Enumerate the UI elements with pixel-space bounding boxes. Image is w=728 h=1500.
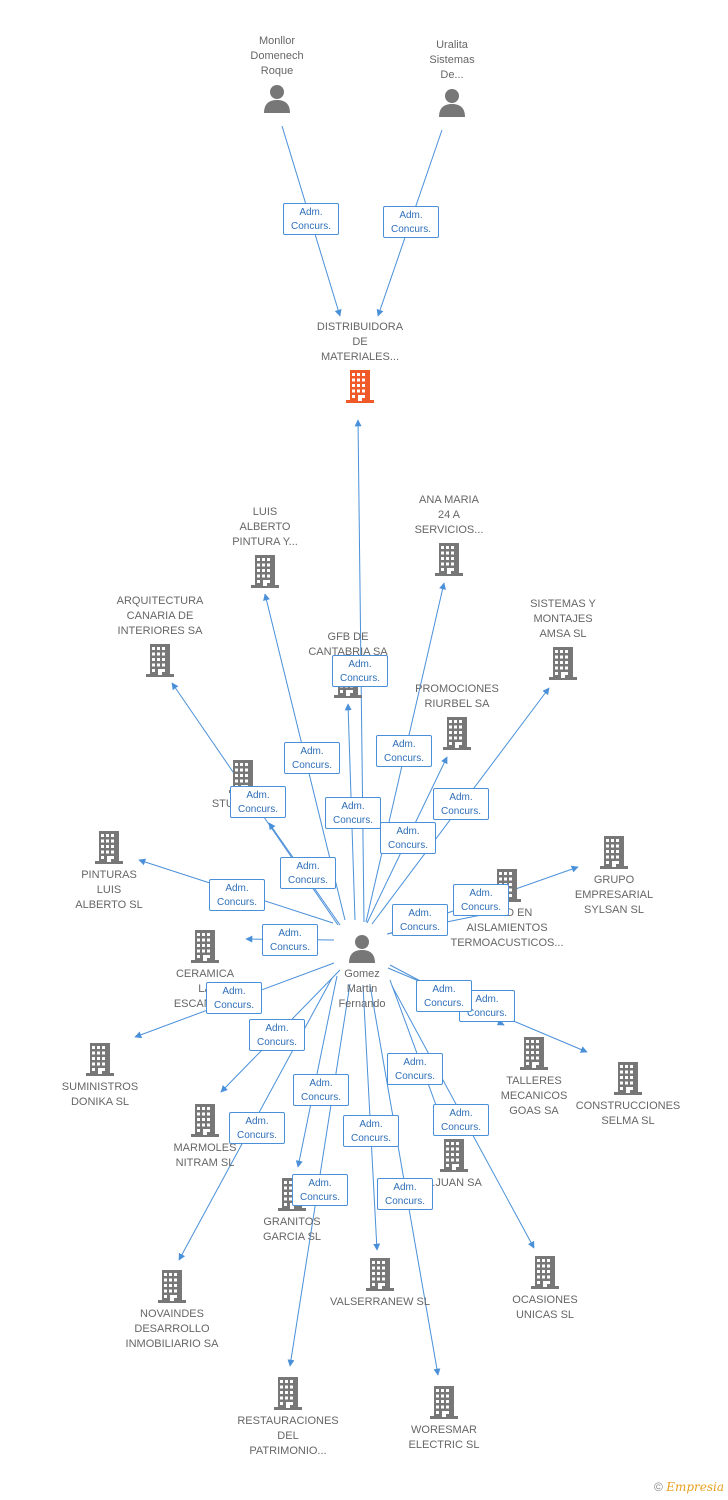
building-icon bbox=[191, 930, 219, 963]
node-label: MARMOLES NITRAM SL bbox=[173, 1142, 237, 1169]
edge-label-badge[interactable]: Adm. Concurs. bbox=[380, 822, 436, 854]
edge-label-badge[interactable]: Adm. Concurs. bbox=[387, 1053, 443, 1085]
brand-logo[interactable]: Empresia bbox=[666, 1480, 724, 1494]
node-label: WORESMAR ELECTRIC SL bbox=[408, 1424, 480, 1451]
edge-label-badge[interactable]: Adm. Concurs. bbox=[280, 857, 336, 889]
node-monllor[interactable]: Monllor Domenech Roque bbox=[202, 34, 352, 113]
edge-label-badge[interactable]: Adm. Concurs. bbox=[283, 203, 339, 235]
edge-label-badge[interactable]: Adm. Concurs. bbox=[229, 1112, 285, 1144]
edge-label-badge[interactable]: Adm. Concurs. bbox=[293, 1074, 349, 1106]
building-icon bbox=[86, 1043, 114, 1076]
edge-label-badge[interactable]: Adm. Concurs. bbox=[453, 884, 509, 916]
building-icon bbox=[520, 1037, 548, 1070]
building-icon bbox=[435, 543, 463, 576]
building-icon bbox=[549, 647, 577, 680]
node-uralita[interactable]: Uralita Sistemas De... bbox=[377, 38, 527, 117]
node-label: SISTEMAS Y MONTAJES AMSA SL bbox=[530, 598, 596, 640]
building-icon bbox=[251, 555, 279, 588]
edge-label-badge[interactable]: Adm. Concurs. bbox=[392, 904, 448, 936]
node-woresmar[interactable]: WORESMAR ELECTRIC SL bbox=[369, 1385, 519, 1453]
node-restauraciones[interactable]: RESTAURACIONES DEL PATRIMONIO... bbox=[213, 1376, 363, 1459]
edge-label-badge[interactable]: Adm. Concurs. bbox=[249, 1019, 305, 1051]
building-icon bbox=[95, 831, 123, 864]
edge-label-badge[interactable]: Adm. Concurs. bbox=[284, 742, 340, 774]
building-icon bbox=[191, 1104, 219, 1137]
building-icon bbox=[443, 717, 471, 750]
building-icon bbox=[366, 1258, 394, 1291]
edge-label-badge[interactable]: Adm. Concurs. bbox=[206, 982, 262, 1014]
edge-label-badge[interactable]: Adm. Concurs. bbox=[332, 655, 388, 687]
edge-label-badge[interactable]: Adm. Concurs. bbox=[262, 924, 318, 956]
copyright-symbol: © bbox=[654, 1480, 663, 1494]
person-icon bbox=[439, 89, 465, 117]
edge-label-badge[interactable]: Adm. Concurs. bbox=[230, 786, 286, 818]
node-label: PROMOCIONES RIURBEL SA bbox=[415, 683, 499, 710]
node-talleres[interactable]: TALLERES MECANICOS GOAS SA bbox=[459, 1036, 609, 1119]
node-grupo[interactable]: GRUPO EMPRESARIAL SYLSAN SL bbox=[539, 835, 689, 918]
node-label: RESTAURACIONES DEL PATRIMONIO... bbox=[237, 1415, 339, 1457]
node-label: SUMINISTROS DONIKA SL bbox=[61, 1081, 139, 1108]
person-icon bbox=[264, 85, 290, 113]
node-promociones[interactable]: PROMOCIONES RIURBEL SA bbox=[382, 682, 532, 750]
node-ana-maria[interactable]: ANA MARIA 24 A SERVICIOS... bbox=[374, 493, 524, 576]
edge-gomez-granitos bbox=[295, 975, 338, 1168]
building-icon bbox=[531, 1256, 559, 1289]
node-ceramica[interactable]: CERAMICA LA ESCANDE... bbox=[130, 929, 280, 1012]
node-distribuidora[interactable]: DISTRIBUIDORA DE MATERIALES... bbox=[285, 320, 435, 403]
edge-label-badge[interactable]: Adm. Concurs. bbox=[376, 735, 432, 767]
edge-label-badge[interactable]: Adm. Concurs. bbox=[325, 797, 381, 829]
node-ocasiones[interactable]: OCASIONES UNICAS SL bbox=[470, 1255, 620, 1323]
building-focus-icon bbox=[346, 370, 374, 403]
node-pinturas[interactable]: PINTURAS LUIS ALBERTO SL bbox=[34, 830, 184, 913]
node-label: Monllor Domenech Roque bbox=[250, 35, 304, 77]
node-sistemas[interactable]: SISTEMAS Y MONTAJES AMSA SL bbox=[488, 597, 638, 680]
node-label: Uralita Sistemas De... bbox=[429, 39, 475, 81]
node-arquitectura[interactable]: ARQUITECTURA CANARIA DE INTERIORES SA bbox=[85, 594, 235, 677]
edge-label-badge[interactable]: Adm. Concurs. bbox=[383, 206, 439, 238]
node-suministros[interactable]: SUMINISTROS DONIKA SL bbox=[25, 1042, 175, 1110]
edge-label-badge[interactable]: Adm. Concurs. bbox=[209, 879, 265, 911]
node-label: VALSERRANEW SL bbox=[329, 1296, 431, 1308]
building-icon bbox=[158, 1270, 186, 1303]
node-construcciones[interactable]: CONSTRUCCIONES SELMA SL bbox=[553, 1061, 703, 1129]
node-label: GRUPO EMPRESARIAL SYLSAN SL bbox=[574, 874, 654, 916]
building-icon bbox=[600, 836, 628, 869]
person-icon bbox=[349, 935, 375, 963]
node-label: PINTURAS LUIS ALBERTO SL bbox=[75, 869, 143, 911]
node-juan[interactable]: ...JUAN SA bbox=[379, 1138, 529, 1191]
node-label: DISTRIBUIDORA DE MATERIALES... bbox=[316, 321, 404, 363]
node-label: ARQUITECTURA CANARIA DE INTERIORES SA bbox=[116, 595, 204, 637]
edge-label-badge[interactable]: Adm. Concurs. bbox=[343, 1115, 399, 1147]
node-label: CONSTRUCCIONES SELMA SL bbox=[575, 1100, 681, 1127]
edge-label-badge[interactable]: Adm. Concurs. bbox=[416, 980, 472, 1012]
node-label: ANA MARIA 24 A SERVICIOS... bbox=[414, 494, 484, 536]
building-icon bbox=[274, 1377, 302, 1410]
node-valserranew[interactable]: VALSERRANEW SL bbox=[305, 1257, 455, 1310]
node-label: LUIS ALBERTO PINTURA Y... bbox=[232, 506, 298, 548]
building-icon bbox=[430, 1386, 458, 1419]
edge-label-badge[interactable]: Adm. Concurs. bbox=[377, 1178, 433, 1210]
node-label: Gomez Martin Fernando bbox=[338, 968, 386, 1010]
node-label: TALLERES MECANICOS GOAS SA bbox=[500, 1075, 568, 1117]
node-luis-pintura[interactable]: LUIS ALBERTO PINTURA Y... bbox=[190, 505, 340, 588]
node-label: OCASIONES UNICAS SL bbox=[512, 1294, 578, 1321]
node-marmoles[interactable]: MARMOLES NITRAM SL bbox=[130, 1103, 280, 1171]
node-label: NOVAINDES DESARROLLO INMOBILIARIO SA bbox=[125, 1308, 219, 1350]
edge-label-badge[interactable]: Adm. Concurs. bbox=[433, 1104, 489, 1136]
building-icon bbox=[614, 1062, 642, 1095]
building-icon bbox=[146, 644, 174, 677]
building-icon bbox=[440, 1139, 468, 1172]
node-label: ...JUAN SA bbox=[426, 1177, 482, 1189]
edge-label-badge[interactable]: Adm. Concurs. bbox=[433, 788, 489, 820]
node-novaindes[interactable]: NOVAINDES DESARROLLO INMOBILIARIO SA bbox=[97, 1269, 247, 1352]
edge-label-badge[interactable]: Adm. Concurs. bbox=[292, 1174, 348, 1206]
node-gomez[interactable]: Gomez Martin Fernando bbox=[287, 933, 437, 1012]
footer: © Empresia bbox=[654, 1480, 724, 1494]
node-label: GRANITOS GARCIA SL bbox=[262, 1216, 322, 1243]
